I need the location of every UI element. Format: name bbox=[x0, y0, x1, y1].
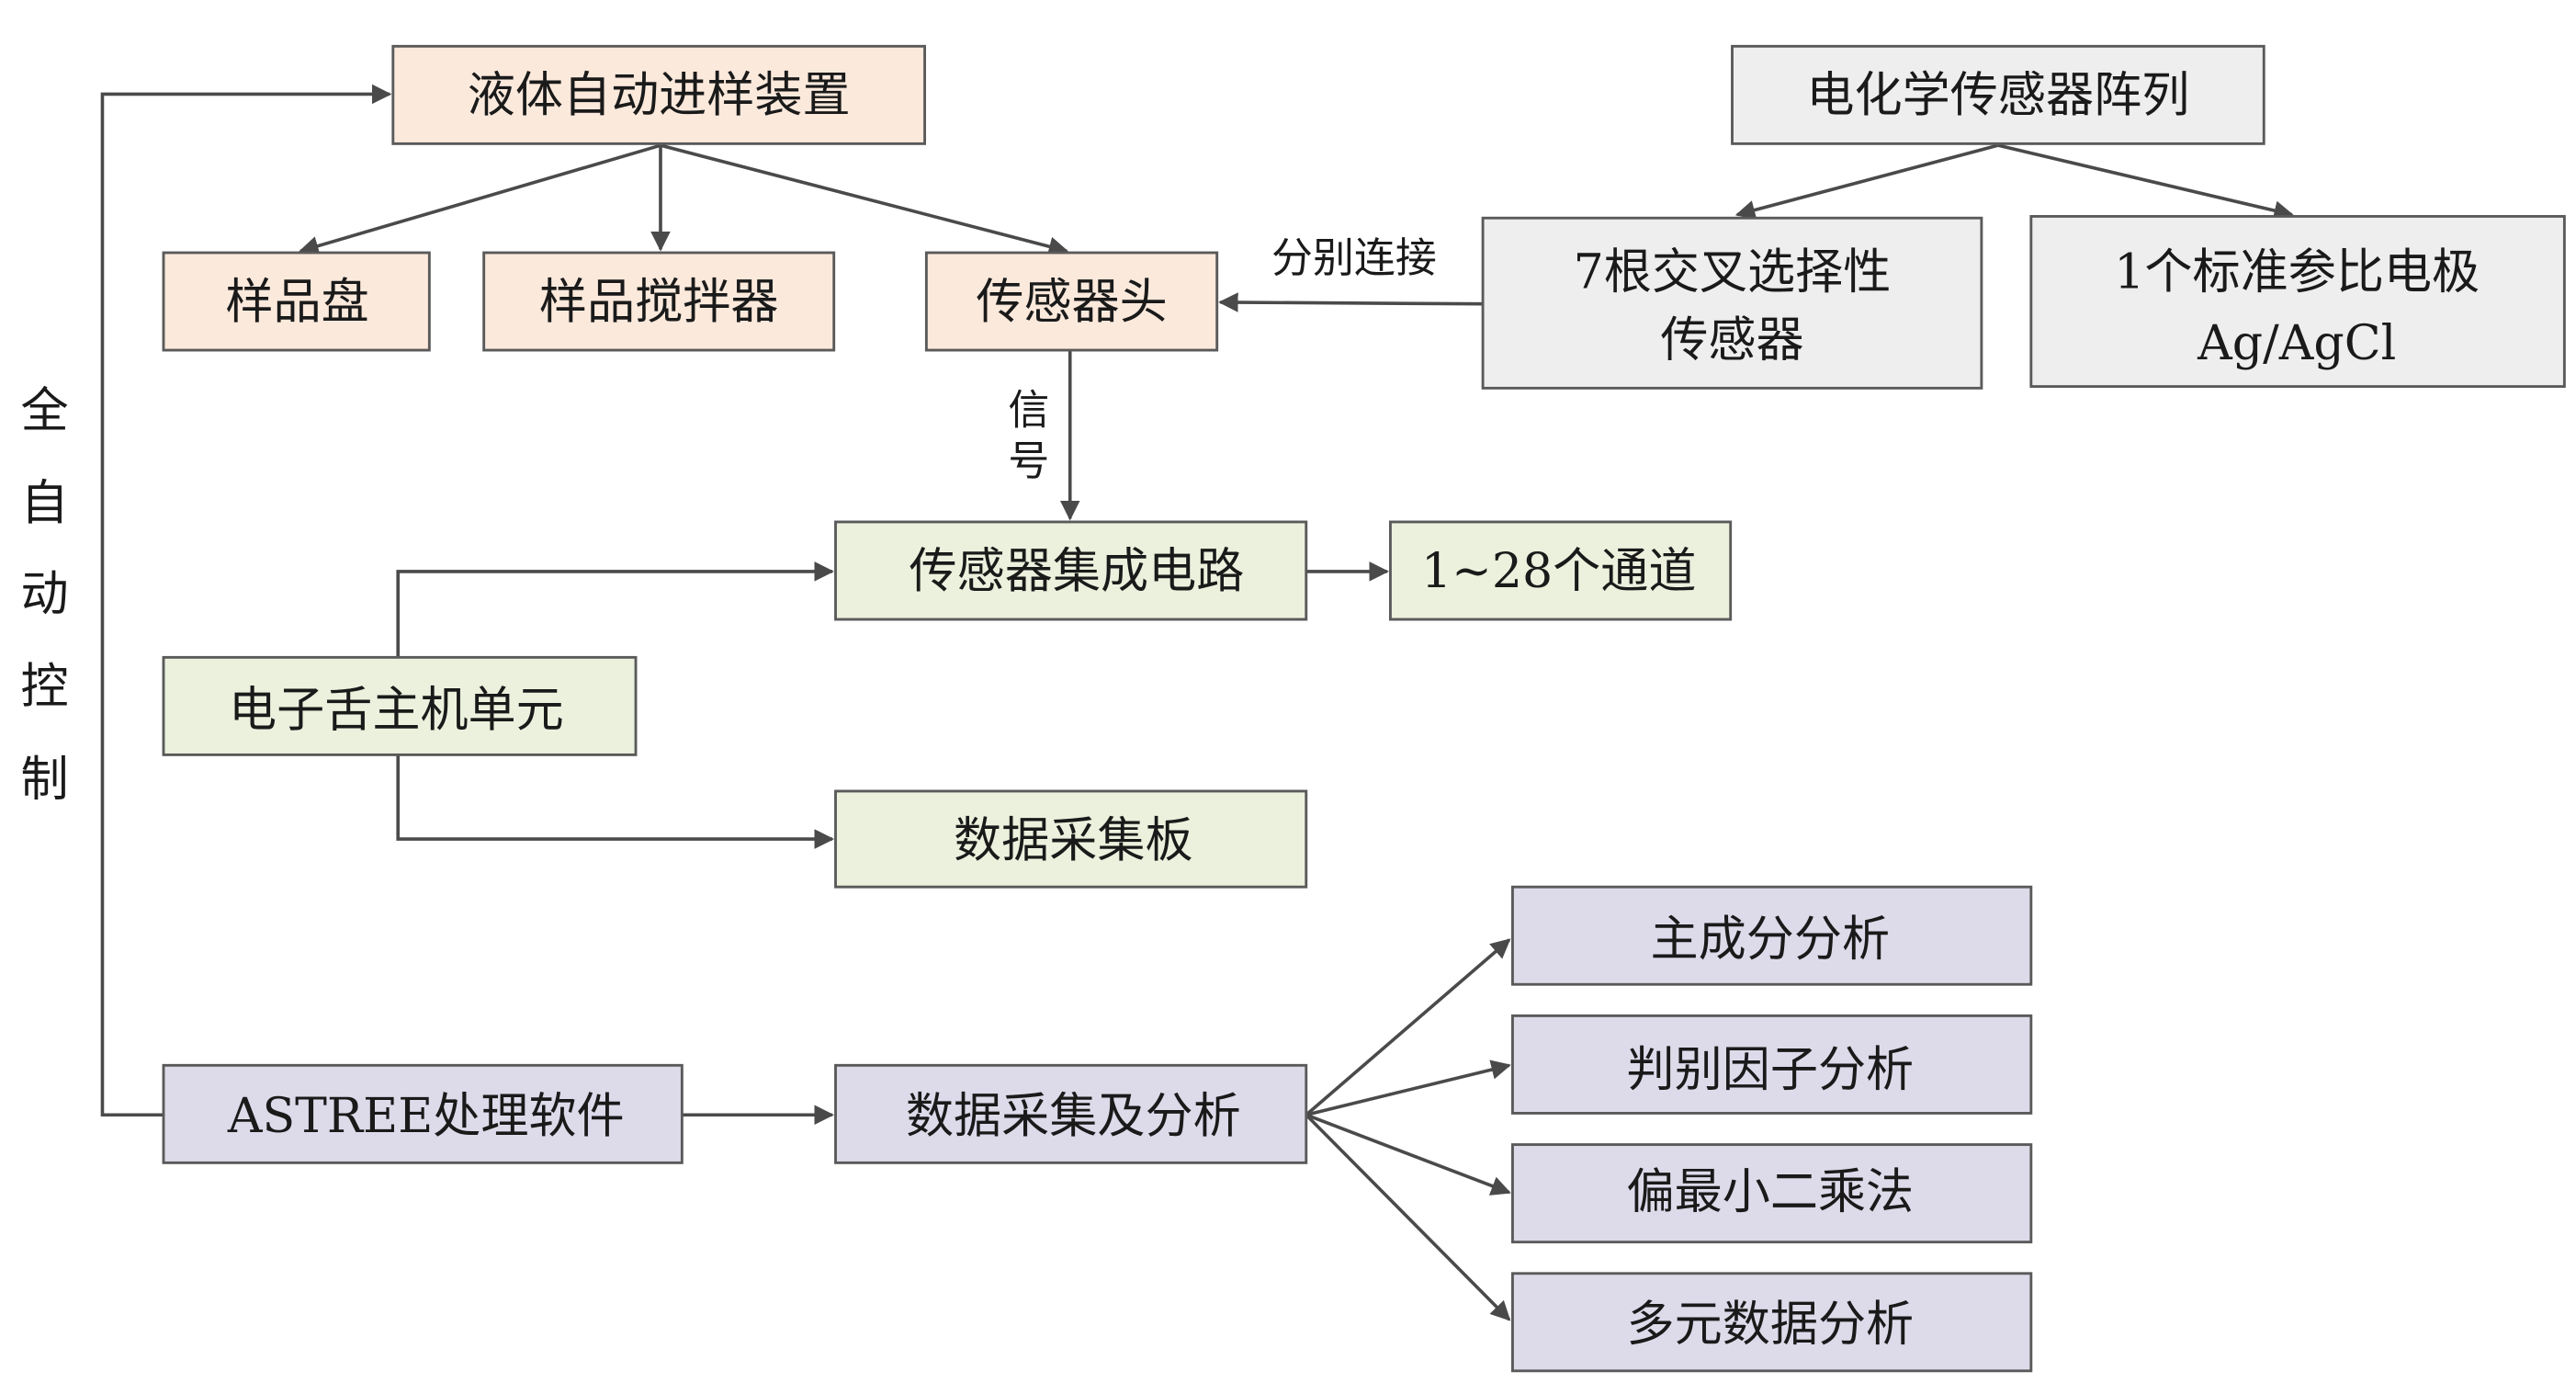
arrow-to-cross-sensors bbox=[1734, 143, 1999, 221]
node-acq-analysis: 数据采集及分析 bbox=[834, 1063, 1308, 1164]
arrow-connect-sensor-head bbox=[1218, 292, 1484, 312]
node-label: 偏最小二乘法 bbox=[1627, 1165, 1915, 1220]
node-dfa: 判别因子分析 bbox=[1511, 1014, 2033, 1115]
node-reference-electrode: 1个标准参比电极 Ag/AgCl bbox=[2029, 215, 2566, 389]
node-label: 样品盘 bbox=[225, 275, 368, 330]
node-label: 1~28个通道 bbox=[1421, 544, 1696, 599]
node-sample-stirrer: 样品搅拌器 bbox=[482, 251, 836, 352]
node-sample-tray: 样品盘 bbox=[162, 251, 431, 352]
arrow-host-to-circuit bbox=[396, 561, 835, 658]
node-host-unit: 电子舌主机单元 bbox=[162, 655, 638, 756]
control-char: 制 bbox=[21, 752, 69, 807]
node-label: 1个标准参比电极 bbox=[2114, 245, 2480, 300]
node-acq-board: 数据采集板 bbox=[834, 789, 1308, 889]
arrow-to-pls bbox=[1305, 1113, 1511, 1196]
node-label: 传感器集成电路 bbox=[910, 544, 1245, 599]
node-label: 数据采集板 bbox=[954, 813, 1193, 868]
control-char: 自 bbox=[21, 476, 69, 531]
node-sensor-head: 传感器头 bbox=[924, 251, 1219, 352]
control-char: 动 bbox=[21, 567, 69, 622]
node-multivariate: 多元数据分析 bbox=[1511, 1272, 2033, 1373]
control-char: 控 bbox=[21, 660, 69, 715]
node-label: 传感器头 bbox=[976, 275, 1167, 330]
node-pls: 偏最小二乘法 bbox=[1511, 1143, 2033, 1244]
node-label: 电化学传感器阵列 bbox=[1806, 68, 2189, 123]
arrow-to-reference bbox=[1997, 143, 2294, 221]
control-label: 全 自 动 控 制 bbox=[21, 384, 69, 808]
node-software: ASTREE处理软件 bbox=[162, 1063, 684, 1164]
node-label: 液体自动进样装置 bbox=[468, 68, 851, 123]
connectors bbox=[100, 84, 2294, 1321]
node-label: ASTREE处理软件 bbox=[227, 1089, 625, 1144]
node-label: 7根交叉选择性 bbox=[1574, 245, 1892, 300]
signal-label-2: 号 bbox=[1008, 436, 1049, 485]
control-char: 全 bbox=[21, 384, 69, 439]
node-label: 数据采集及分析 bbox=[906, 1089, 1241, 1144]
arrow-to-pca bbox=[1305, 938, 1511, 1116]
node-pca: 主成分分析 bbox=[1511, 885, 2033, 986]
control-loop-arrow bbox=[100, 84, 392, 1117]
node-channels: 1~28个通道 bbox=[1389, 520, 1733, 621]
node-autosampler: 液体自动进样装置 bbox=[391, 44, 927, 145]
arrow-host-to-board bbox=[396, 754, 835, 849]
node-label: Ag/AgCl bbox=[2197, 316, 2396, 371]
arrow-to-sample-tray bbox=[299, 143, 661, 256]
node-label: 传感器 bbox=[1660, 312, 1803, 368]
node-label: 主成分分析 bbox=[1651, 912, 1891, 968]
arrow-to-sensor-head bbox=[660, 143, 1069, 256]
node-cross-sensors: 7根交叉选择性 传感器 bbox=[1481, 216, 1983, 390]
node-label: 样品搅拌器 bbox=[539, 275, 779, 330]
arrow-to-dfa bbox=[1305, 1060, 1511, 1116]
node-label: 电子舌主机单元 bbox=[229, 683, 564, 738]
signal-label-1: 信 bbox=[1008, 385, 1049, 434]
node-label: 判别因子分析 bbox=[1627, 1043, 1915, 1098]
node-integrated-circuit: 传感器集成电路 bbox=[834, 520, 1308, 621]
arrow-to-multivariate bbox=[1305, 1113, 1511, 1321]
connect-label: 分别连接 bbox=[1271, 233, 1437, 282]
node-sensor-array: 电化学传感器阵列 bbox=[1731, 44, 2265, 145]
node-label: 多元数据分析 bbox=[1627, 1298, 1915, 1353]
